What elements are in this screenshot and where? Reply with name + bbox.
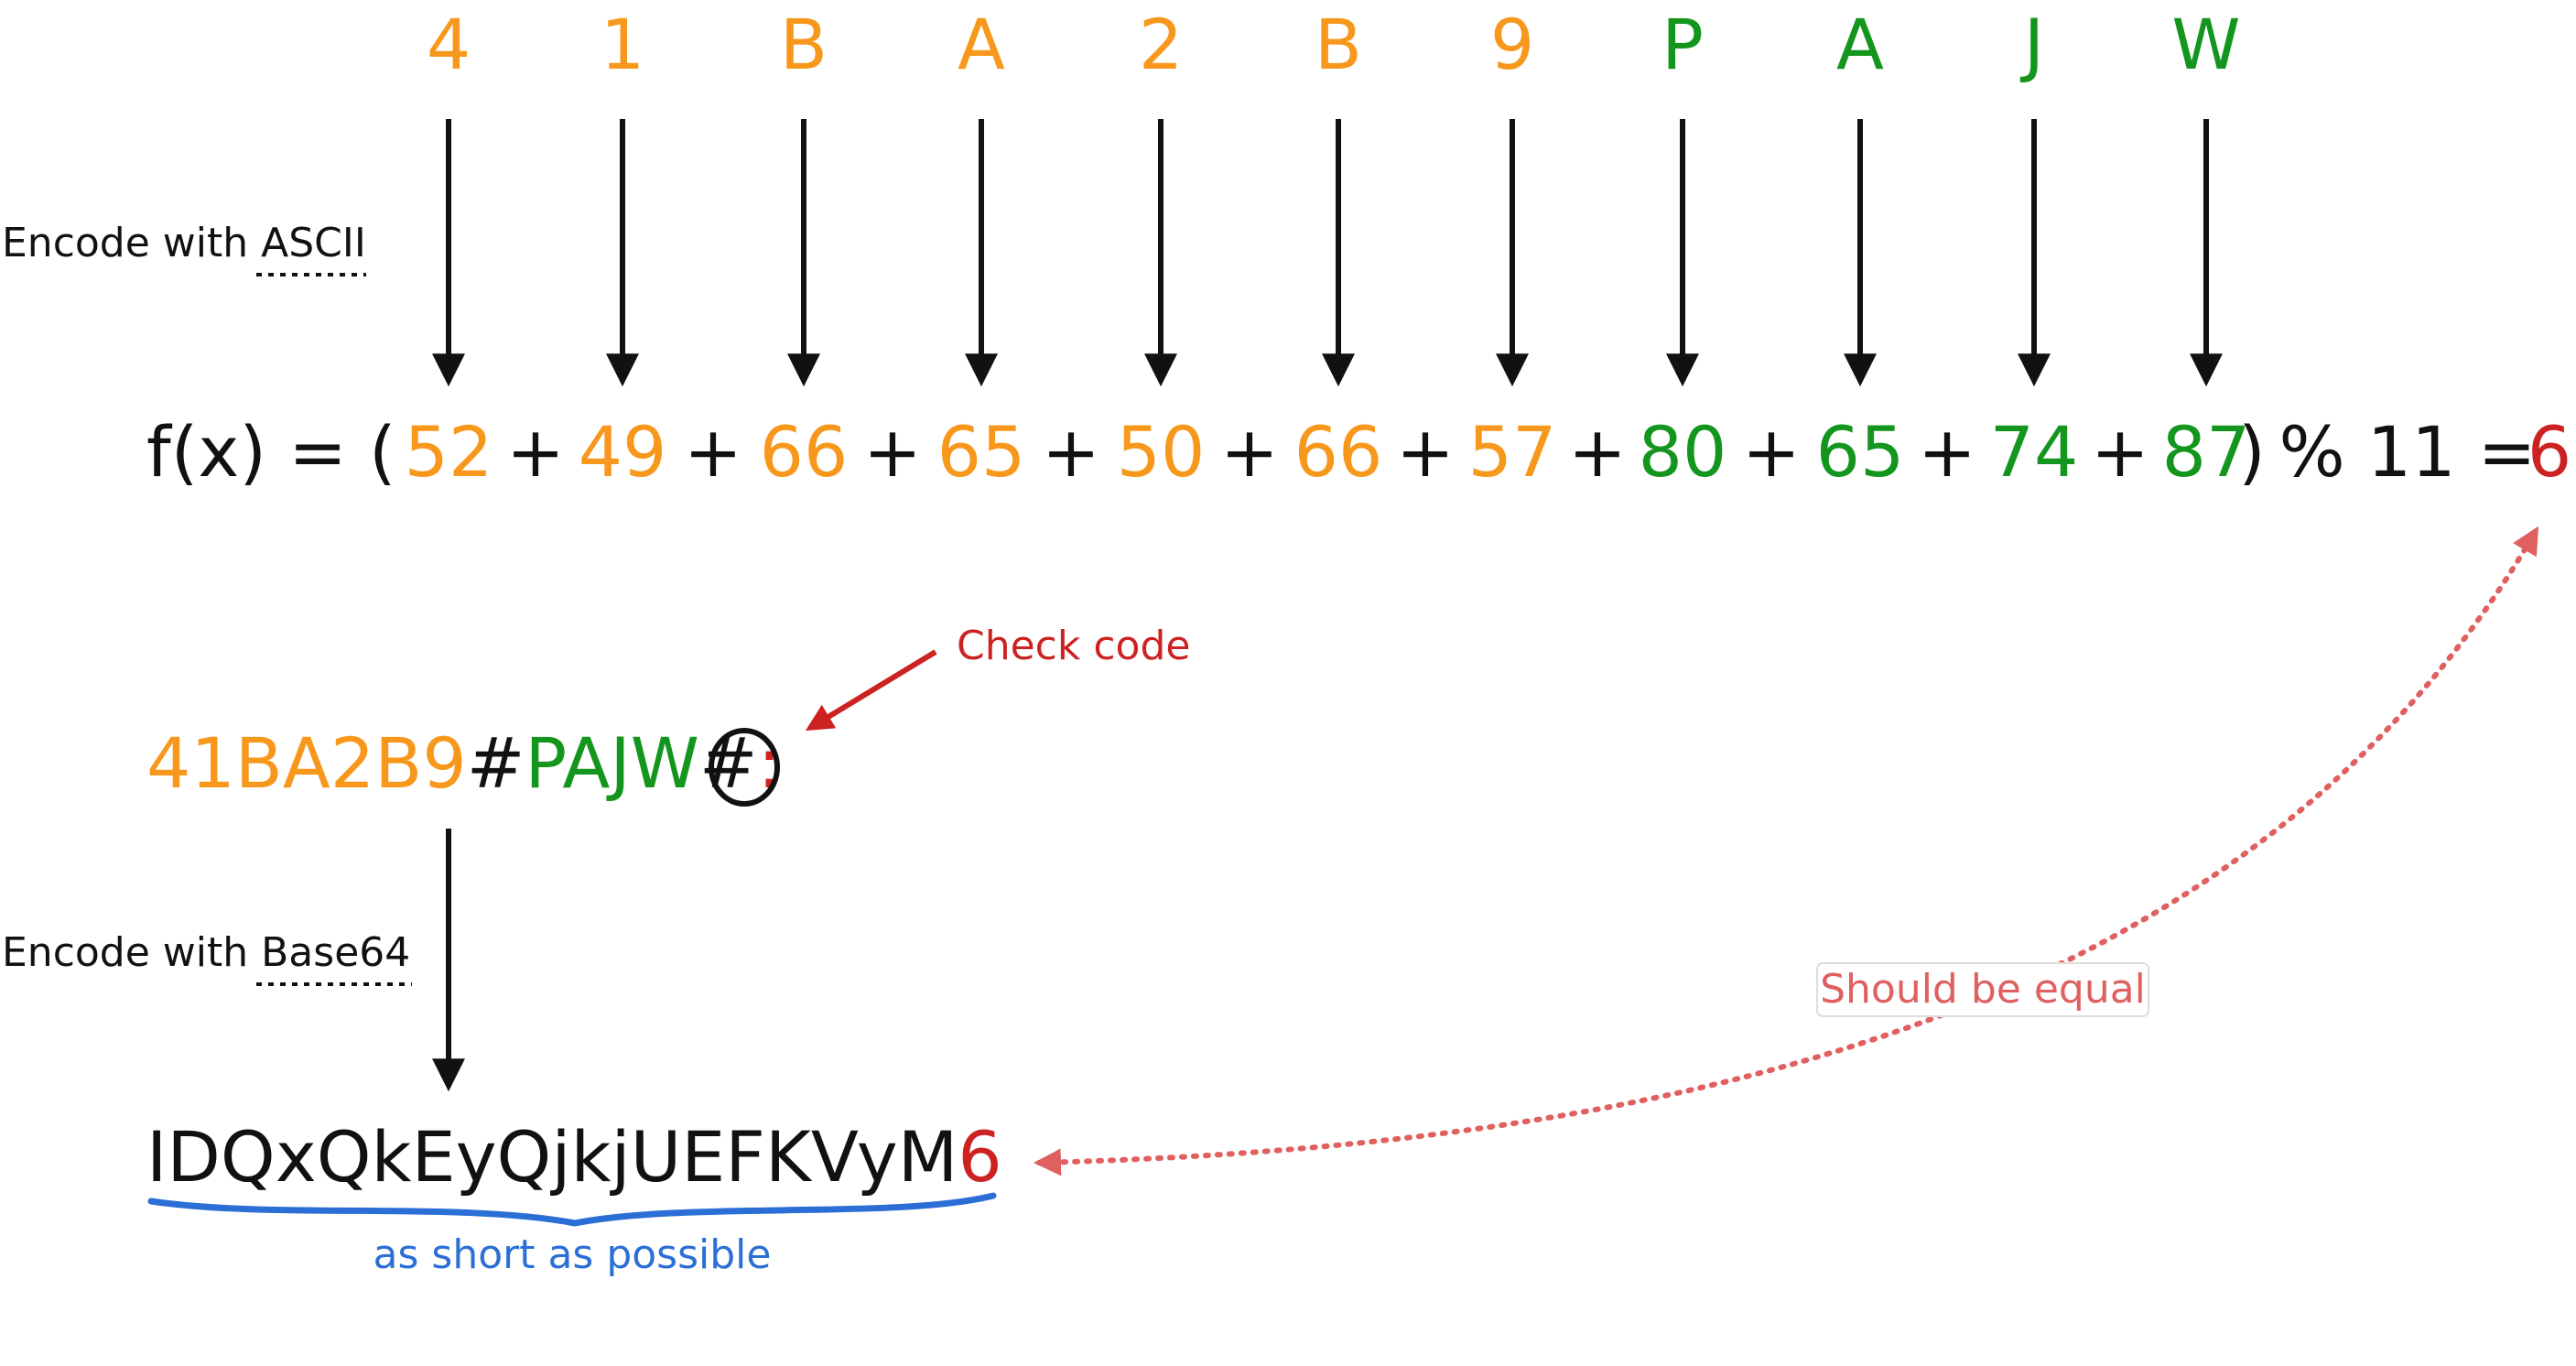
ascii-value: 87 [2162, 411, 2251, 493]
input-char: 9 [1490, 4, 1534, 85]
ascii-label-text: Encode with ASCII [2, 220, 366, 266]
ascii-value: 50 [1117, 411, 1206, 493]
ascii-value: 65 [937, 411, 1026, 493]
short-label: as short as possible [373, 1231, 772, 1278]
input-char: J [2020, 4, 2044, 85]
ascii-arrows [432, 119, 2223, 387]
input-char: A [1836, 4, 1884, 85]
input-char: 2 [1139, 4, 1183, 85]
input-char: 1 [601, 4, 644, 85]
short-brace [147, 1192, 997, 1227]
input-char: P [1661, 4, 1704, 85]
plus-operator: + [1918, 411, 1976, 493]
check-code-circle [709, 728, 780, 807]
input-characters: 4 1 B A 2 B 9 P A J W [427, 4, 2241, 85]
base64-label: Encode with Base64 [2, 929, 412, 986]
plus-operator: + [684, 411, 742, 493]
ascii-value: 49 [579, 411, 667, 493]
input-char: 4 [427, 4, 471, 85]
plus-operator: + [1042, 411, 1100, 493]
plus-operator: + [1396, 411, 1455, 493]
input-char: B [1315, 4, 1362, 85]
plus-operator: + [1568, 411, 1627, 493]
equality-label-box [1816, 962, 2149, 1017]
ascii-label: Encode with ASCII [2, 220, 366, 276]
input-char: B [780, 4, 828, 85]
plus-operator: + [506, 411, 565, 493]
ascii-value: 65 [1816, 411, 1905, 493]
encoded-string: IDQxQkEyQjkjUEFKVyM6 as short as possibl… [146, 1116, 1002, 1278]
equality-annotation: Should be equal [1034, 526, 2539, 1176]
code-string: 41BA2B9#PAJW#: [146, 722, 781, 807]
formula-close: ) [2238, 411, 2266, 493]
check-code-annotation: Check code [805, 623, 1190, 732]
base64-label-text: Encode with Base64 [2, 929, 410, 976]
encoded-text: IDQxQkEyQjkjUEFKVyM6 [146, 1116, 1002, 1198]
check-code-arrow [805, 649, 937, 732]
plus-operator: + [863, 411, 922, 493]
equality-label: Should be equal [1820, 966, 2146, 1013]
ascii-value: 66 [1294, 411, 1383, 493]
plus-operator: + [2091, 411, 2149, 493]
formula-modulo: % 11 = [2279, 411, 2537, 493]
ascii-value: 57 [1468, 411, 1557, 493]
check-code-label: Check code [957, 623, 1190, 669]
checksum-formula: 52+49+66+65+50+66+57+80+65+74+87f(x) = (… [146, 411, 2571, 493]
ascii-value: 74 [1990, 411, 2079, 493]
input-char: W [2171, 4, 2240, 85]
formula-result: 6 [2527, 411, 2571, 493]
input-char: A [958, 4, 1005, 85]
ascii-value: 66 [760, 411, 849, 493]
code-string-text: 41BA2B9#PAJW#: [146, 722, 781, 804]
plus-operator: + [1220, 411, 1279, 493]
plus-operator: + [1742, 411, 1801, 493]
ascii-value: 80 [1639, 411, 1727, 493]
ascii-value: 52 [405, 411, 493, 493]
formula-prefix: f(x) = ( [146, 411, 396, 493]
equality-curve [1034, 526, 2539, 1176]
